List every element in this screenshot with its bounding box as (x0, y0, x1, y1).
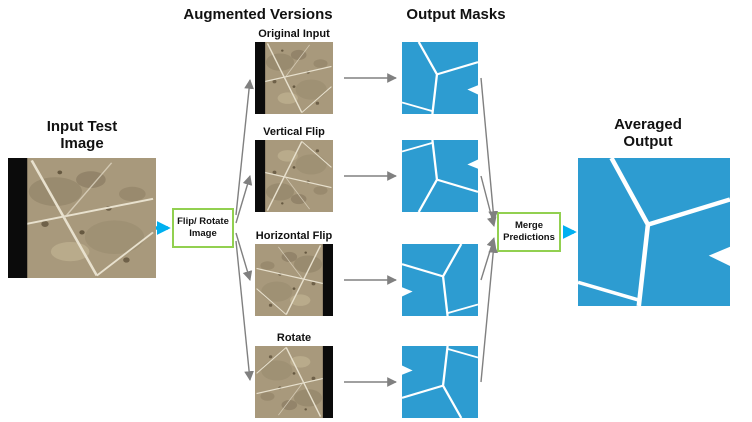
augmented-label-original: Original Input (258, 28, 330, 40)
arrow-flip-to-original (235, 79, 254, 216)
averaged-output-label: Averaged Output (614, 116, 682, 151)
header-augmented-versions: Augmented Versions (183, 6, 333, 23)
output-mask-vertical-flip (402, 140, 478, 212)
averaged-output-image (578, 158, 730, 306)
augmented-label-vertical-flip: Vertical Flip (263, 126, 325, 138)
output-mask-original (402, 42, 478, 114)
augmented-image-rotate (255, 346, 333, 418)
arrow-mask-horizontal-to-merge (480, 237, 497, 281)
output-mask-horizontal-flip (402, 244, 478, 316)
arrow-flip-to-rotate (235, 240, 254, 381)
flip-rotate-box-label: Flip/ Rotate Image (177, 216, 229, 239)
arrow-mask-rotate-to-merge (480, 243, 499, 383)
merge-predictions-box-label: Merge Predictions (503, 220, 555, 243)
augmented-image-vertical-flip (255, 140, 333, 212)
input-test-image-label: Input Test Image (46, 118, 118, 153)
merge-predictions-box: Merge Predictions (497, 212, 561, 252)
flip-rotate-box: Flip/ Rotate Image (172, 208, 234, 248)
augmented-image-horizontal-flip (255, 244, 333, 316)
output-mask-rotate (402, 346, 478, 418)
input-test-image (8, 158, 156, 278)
arrow-mask-vertical-to-merge (480, 175, 497, 227)
augmented-label-horizontal-flip: Horizontal Flip (255, 230, 333, 242)
augmented-image-original (255, 42, 333, 114)
header-output-masks: Output Masks (406, 6, 506, 23)
arrow-flip-to-vertical-flip (235, 175, 253, 224)
augmented-label-rotate: Rotate (276, 332, 312, 344)
arrow-mask-original-to-merge (480, 77, 499, 221)
